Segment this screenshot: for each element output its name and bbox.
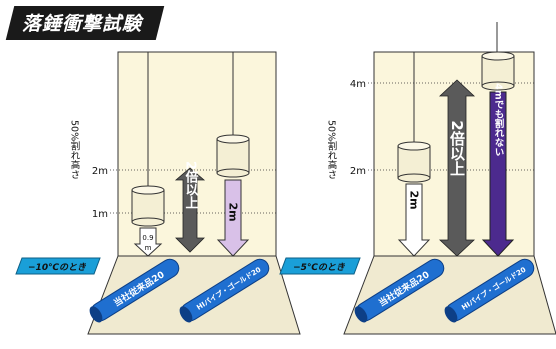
right-comparison-label: 2倍以上 <box>448 120 466 176</box>
left-tick-2m: 2m <box>92 166 108 177</box>
left-comparison-label: 2倍以上 <box>183 161 199 209</box>
left-tick-1m: 1m <box>92 209 108 220</box>
right-product-value: 4mでも割れない <box>493 83 505 157</box>
right-competitor-arrow <box>397 183 431 257</box>
left-competitor-weight <box>131 185 165 227</box>
left-competitor-arrow <box>133 227 163 257</box>
left-comparison-arrow <box>174 167 206 253</box>
right-product-weight <box>481 51 515 91</box>
page-title: 落錘衝撃試験 <box>22 13 143 35</box>
right-temp-label: −5℃のとき <box>293 262 346 273</box>
right-temp-banner <box>279 257 361 275</box>
right-competitor-value: 2m <box>408 190 421 209</box>
left-product-value: 2m <box>227 202 240 221</box>
left-competitor-value-unit: m <box>145 244 152 252</box>
left-temp-banner <box>15 257 101 275</box>
right-product-arrow <box>481 91 515 257</box>
right-comparison-arrow <box>438 79 476 257</box>
left-product-arrow <box>216 179 250 257</box>
left-vertical-label: 50%割れ高さ <box>69 120 81 179</box>
left-temp-label: −10℃のとき <box>28 262 87 273</box>
left-product-weight <box>216 134 250 178</box>
right-test-panel: 4m 2m 50%割れ高さ 2m 4mでも割れない 2倍以上 当社従来品2 <box>279 22 556 335</box>
right-tick-2m: 2m <box>350 166 366 177</box>
right-vertical-label: 50%割れ高さ <box>326 120 338 179</box>
right-tick-4m: 4m <box>350 79 366 90</box>
left-competitor-value: 0.9 <box>142 234 153 242</box>
right-competitor-weight <box>397 141 431 183</box>
left-test-panel: 2m 1m 50%割れ高さ 0.9 m 2m 2倍以上 <box>15 51 301 335</box>
